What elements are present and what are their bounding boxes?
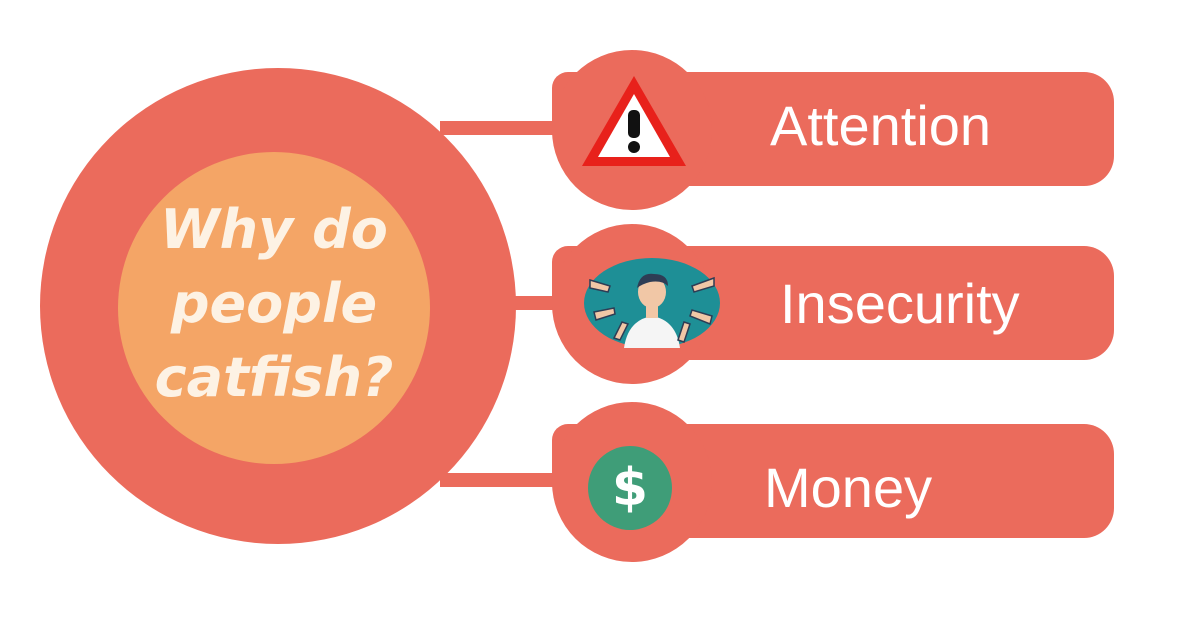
- reason-label-money: Money: [764, 456, 933, 519]
- question-bubble: Why do people catfish?: [118, 152, 430, 464]
- reason-label-attention: Attention: [770, 94, 992, 157]
- question-text: Why do people catfish?: [155, 193, 394, 415]
- question-line-3: catfish?: [154, 346, 394, 409]
- warning-triangle-icon: [582, 76, 686, 166]
- reason-label-insecurity: Insecurity: [780, 272, 1020, 335]
- pointing-fingers-person-icon: [584, 258, 720, 348]
- dollar-icon: $: [588, 446, 672, 530]
- question-line-1: Why do: [160, 198, 388, 261]
- question-line-2: people: [170, 272, 378, 335]
